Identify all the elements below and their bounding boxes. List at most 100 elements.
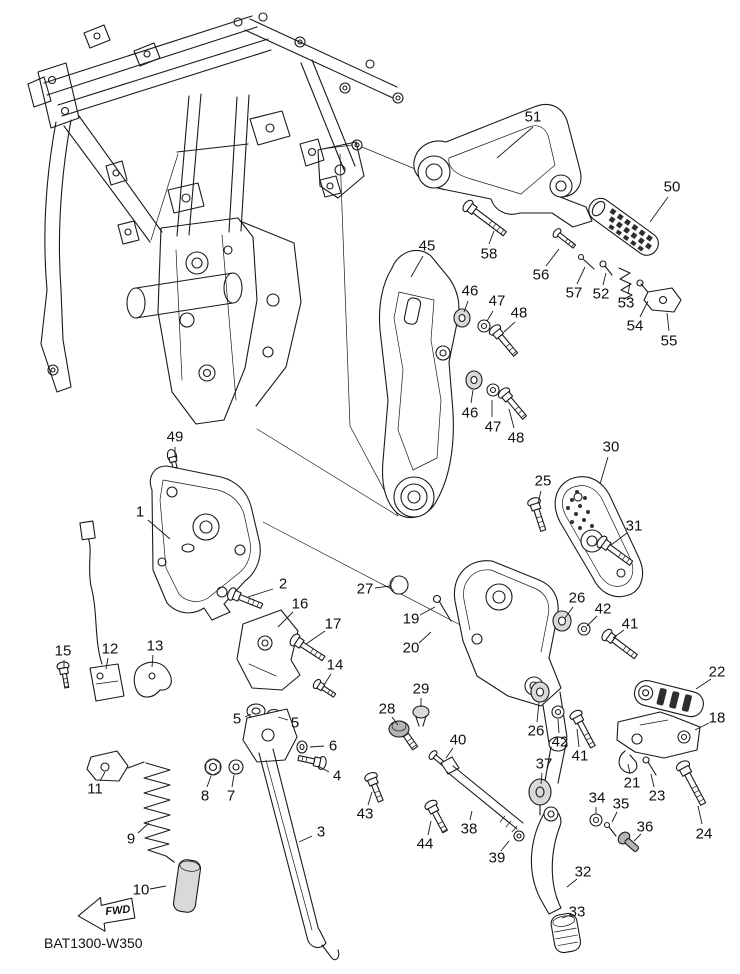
- part-47-washer-lower: [486, 383, 500, 397]
- callout-leader-line: [639, 300, 649, 318]
- callout-leader-line: [545, 248, 560, 267]
- part-17-bolt: [289, 633, 326, 662]
- callout-label: 1: [136, 504, 144, 521]
- callout-label: 42: [595, 601, 612, 618]
- peg-tread-pattern: [608, 208, 653, 252]
- callout-leader-line: [599, 456, 609, 485]
- callout-label: 45: [419, 238, 436, 255]
- motorcycle-frame: [27, 12, 404, 425]
- part-6-collar: [296, 740, 308, 754]
- callout-leader-line: [277, 716, 289, 721]
- part-55-holder: [643, 287, 682, 313]
- callout-leader-line: [309, 745, 325, 748]
- callout-label: 16: [292, 596, 309, 613]
- callout-leader-line: [650, 773, 655, 788]
- callout-label: 28: [379, 701, 396, 718]
- callout-leader-line: [576, 266, 586, 285]
- part-24-bolt: [675, 760, 707, 806]
- part-47-washer-upper: [477, 319, 491, 333]
- callout-label: 47: [485, 419, 502, 436]
- callout-label: 53: [618, 295, 635, 312]
- callout-label: 6: [329, 738, 337, 755]
- callout-leader-line: [470, 389, 474, 404]
- part-37-joint-disc: [528, 778, 552, 816]
- callout-label: 5: [233, 711, 241, 728]
- part-21-spring-clip: [618, 750, 638, 774]
- callout-label: 40: [450, 732, 467, 749]
- fwd-label: FWD: [105, 903, 131, 918]
- part-26-damper-collar-lower: [530, 681, 550, 703]
- callout-label: 20: [403, 640, 420, 657]
- diagram-artwork: [27, 12, 707, 961]
- part-39-washer: [513, 830, 525, 842]
- callout-leader-line: [463, 300, 469, 313]
- callout-leader-line: [277, 611, 294, 628]
- callout-leader-line: [391, 716, 399, 726]
- diagram-code: BAT1300-W350: [44, 935, 143, 951]
- callout-label: 55: [661, 333, 678, 350]
- callout-leader-line: [427, 820, 432, 836]
- part-42-washer-lower: [551, 705, 565, 719]
- callout-leader-line: [508, 408, 515, 429]
- callout-label: 50: [664, 179, 681, 196]
- callout-leader-line: [610, 532, 628, 546]
- callout-label: 31: [626, 518, 643, 535]
- callout-label: 30: [603, 439, 620, 456]
- part-35-pin: [603, 821, 617, 837]
- callout-label: 11: [87, 781, 103, 798]
- callout-label: 37: [536, 756, 553, 773]
- callout-leader-line: [374, 585, 391, 589]
- part-52-screw: [599, 260, 613, 276]
- callout-label: 41: [572, 748, 589, 765]
- part-27-plug: [389, 575, 409, 595]
- callout-leader-line: [666, 312, 670, 332]
- callout-leader-line: [649, 196, 669, 223]
- callout-leader-line: [612, 629, 625, 639]
- callout-label: 22: [709, 664, 726, 681]
- part-32-brake-pedal: [530, 806, 562, 915]
- switch-cable: [87, 537, 103, 665]
- callout-label: 46: [462, 283, 479, 300]
- part-10-rubber-sleeve: [172, 859, 202, 913]
- callout-label: 19: [403, 611, 420, 628]
- part-43-bolt: [364, 772, 384, 803]
- part-57-pin: [577, 253, 595, 270]
- callout-leader-line: [410, 255, 424, 278]
- callout-label: 24: [696, 826, 713, 843]
- callout-leader-line: [500, 840, 510, 852]
- callout-label: 36: [637, 819, 654, 836]
- callout-leader-line: [137, 822, 150, 834]
- part-56-bolt: [552, 228, 577, 249]
- callout-label: 52: [593, 286, 610, 303]
- callout-leader-line: [147, 519, 171, 540]
- callout-leader-line: [247, 588, 274, 598]
- part-14-screw: [312, 678, 337, 698]
- callout-label: 27: [357, 581, 374, 598]
- callout-label: 42: [552, 734, 569, 751]
- part-36-screw: [617, 831, 640, 852]
- callout-label: 25: [535, 473, 552, 490]
- callout-leader-line: [586, 615, 598, 627]
- callout-label: 13: [147, 638, 164, 655]
- part-8-nut: [204, 758, 222, 776]
- callout-leader-line: [566, 878, 578, 888]
- callout-leader-line: [418, 631, 432, 644]
- callout-label: 43: [357, 806, 374, 823]
- callout-label: 34: [589, 790, 606, 807]
- bracket-dimples: [566, 490, 594, 530]
- callout-leader-line: [611, 811, 618, 823]
- part-9-stand-spring: [127, 761, 175, 863]
- part-15-bolt: [56, 661, 70, 689]
- callout-label: 46: [462, 405, 479, 422]
- callout-label: 26: [569, 590, 586, 607]
- part-33-pedal-peg: [550, 912, 582, 954]
- callout-label: 54: [627, 318, 644, 335]
- callout-leader-line: [537, 490, 542, 504]
- callout-leader-line: [486, 310, 494, 322]
- part-31-bolt: [596, 535, 634, 566]
- callout-leader-line: [367, 791, 373, 806]
- callout-label: 21: [624, 775, 641, 792]
- part-23-pin: [642, 756, 657, 776]
- callout-leader-line: [298, 835, 313, 843]
